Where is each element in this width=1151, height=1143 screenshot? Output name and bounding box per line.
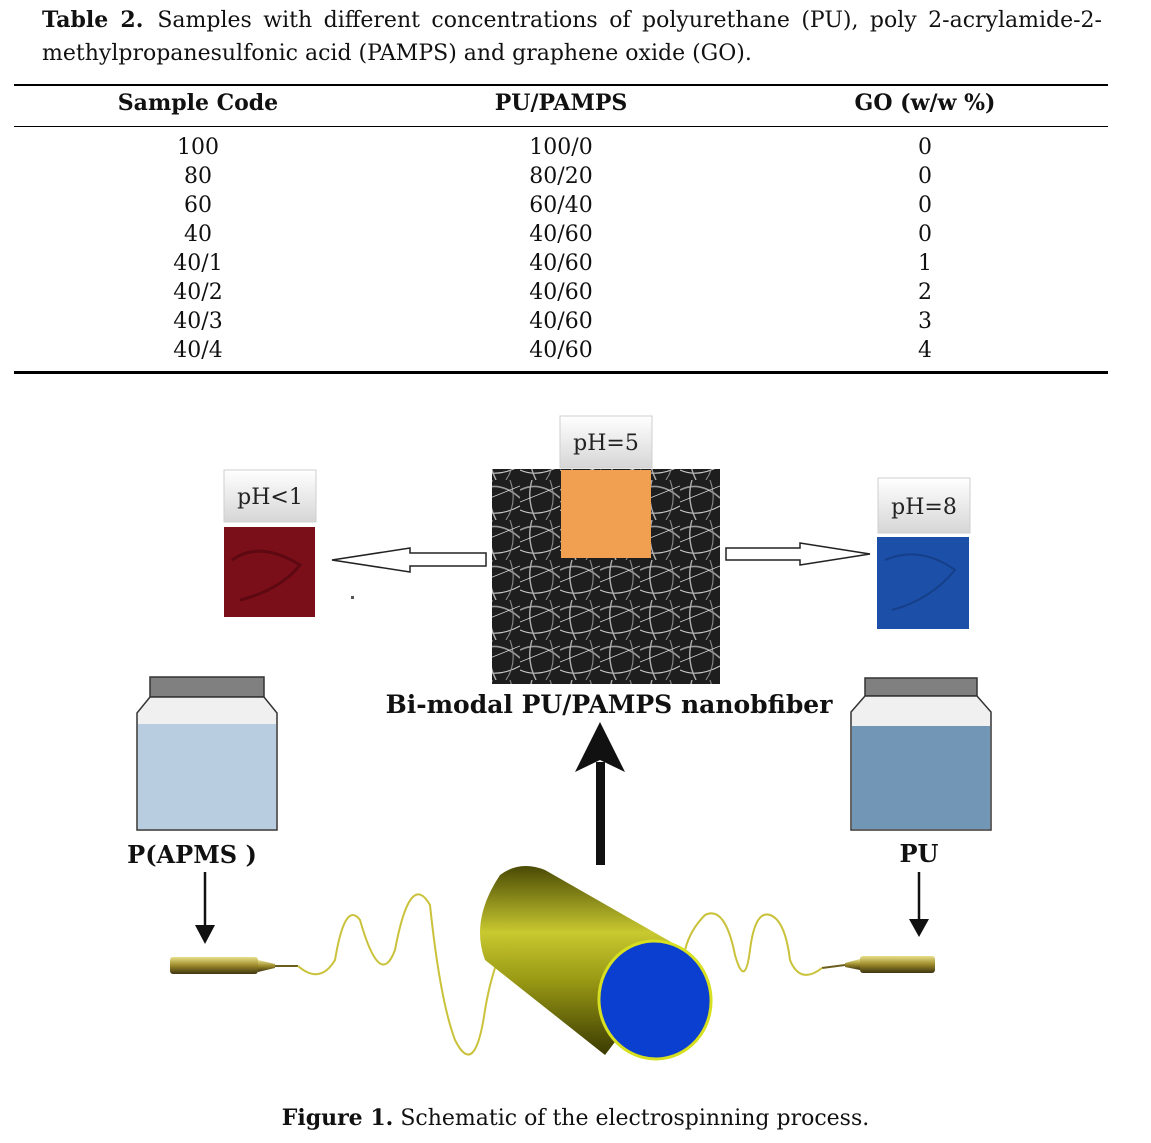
ph-neutral-swatch: [561, 470, 651, 558]
cell-go: 2: [918, 280, 932, 305]
ph-acid-swatch: [224, 527, 315, 617]
cell-sample-code: 80: [184, 164, 212, 189]
figure-caption-text: Schematic of the electrospinning process…: [400, 1106, 870, 1131]
cell-pu-pamps: 40/60: [529, 309, 593, 334]
cell-go: 1: [918, 251, 932, 276]
arrow-to-acid: [331, 547, 487, 573]
left-down-arrow-head: [195, 925, 215, 944]
right-fiber-jet: [684, 912, 823, 976]
ph-left-tab: [223, 469, 317, 523]
cell-sample-code: 100: [177, 135, 219, 160]
ph-right-tab: [877, 477, 971, 534]
cell-pu-pamps: 40/60: [529, 338, 593, 363]
ph-center-tab: [559, 415, 653, 469]
ph-left-label: pH<1: [237, 485, 303, 510]
table-caption: Table 2.Samples with different concentra…: [42, 4, 1102, 70]
acid-swatch-texture: [231, 549, 303, 602]
figure-caption: Figure 1. Schematic of the electrospinni…: [0, 1105, 1151, 1131]
cell-pu-pamps: 60/40: [529, 193, 593, 218]
cell-sample-code: 60: [184, 193, 212, 218]
right-spinneret-needle: [821, 956, 935, 973]
cell-pu-pamps: 40/60: [529, 222, 593, 247]
table-header-rule: [14, 126, 1108, 127]
ph-right-label: pH=8: [891, 495, 957, 520]
electrospinning-schematic: pH=5 pH<1 pH=8 Bi-modal PU/PAMPS nanobfi…: [127, 415, 992, 1061]
figure-label: Figure 1.: [281, 1105, 394, 1131]
cell-sample-code: 40/1: [173, 251, 223, 276]
ph-base-swatch: [877, 537, 969, 629]
right-solution-label: PU: [900, 839, 939, 868]
cell-go: 0: [918, 135, 932, 160]
ph-center-label: pH=5: [573, 431, 639, 456]
column-header-sample-code: Sample Code: [117, 90, 279, 116]
cell-go: 3: [918, 309, 932, 334]
cell-sample-code: 40/4: [173, 338, 223, 363]
cell-pu-pamps: 100/0: [529, 135, 593, 160]
left-solution-jar: [136, 676, 278, 831]
cell-go: 0: [918, 164, 932, 189]
cell-go: 0: [918, 222, 932, 247]
cell-go: 0: [918, 193, 932, 218]
stray-dot: [351, 596, 354, 599]
cell-sample-code: 40/2: [173, 280, 223, 305]
left-spinneret-needle: [170, 957, 298, 974]
cell-go: 4: [918, 338, 932, 363]
collector-drum-face: [597, 939, 713, 1061]
table-bottom-rule: [14, 371, 1108, 374]
collector-drum: [480, 866, 713, 1061]
up-arrow-head: [575, 722, 625, 772]
left-fiber-jet: [297, 893, 521, 1056]
right-down-arrow-head: [909, 919, 929, 937]
column-header-pu-pamps: PU/PAMPS: [494, 90, 628, 116]
up-arrow-shaft: [596, 762, 605, 865]
base-swatch-texture: [884, 553, 957, 611]
column-header-go: GO (w/w %): [854, 90, 996, 116]
cell-pu-pamps: 80/20: [529, 164, 593, 189]
table-label: Table 2.: [42, 7, 144, 33]
cell-pu-pamps: 40/60: [529, 251, 593, 276]
right-solution-jar: [850, 677, 992, 831]
table-caption-text: Samples with different concentrations of…: [42, 8, 1102, 66]
nanofiber-label: Bi-modal PU/PAMPS nanobfiber: [386, 690, 834, 719]
left-solution-label: P(APMS ): [127, 840, 257, 869]
arrow-to-base: [725, 542, 871, 566]
table-top-rule: [14, 84, 1108, 86]
cell-sample-code: 40/3: [173, 309, 223, 334]
cell-sample-code: 40: [184, 222, 212, 247]
cell-pu-pamps: 40/60: [529, 280, 593, 305]
